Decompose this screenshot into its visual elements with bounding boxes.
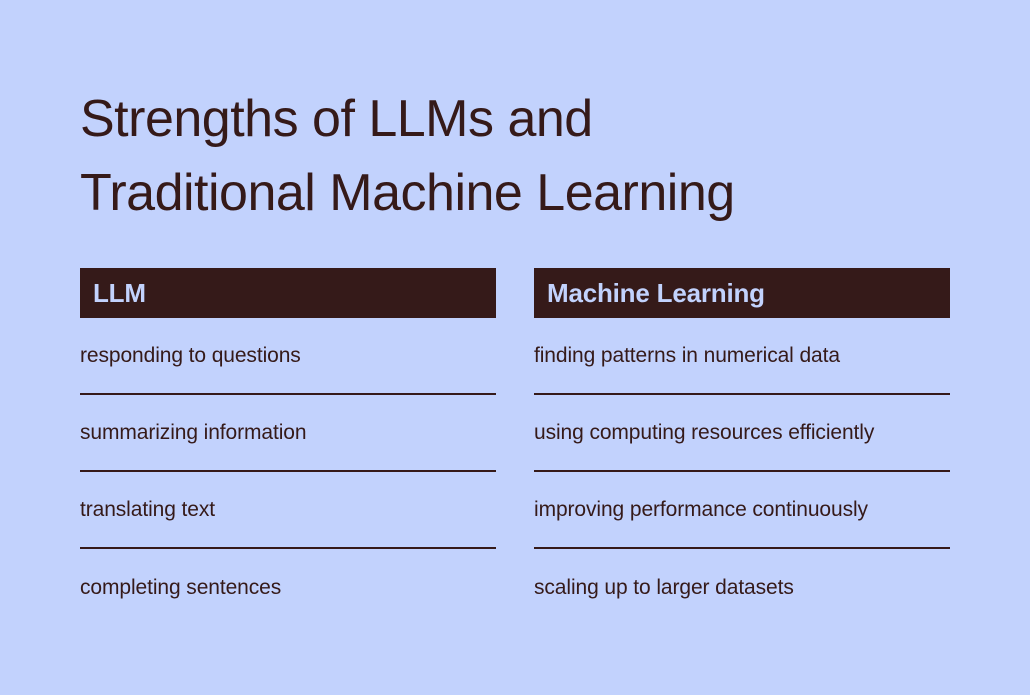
list-item: using computing resources efficiently	[534, 395, 950, 472]
list-item-label: completing sentences	[80, 575, 282, 599]
list-item-label: scaling up to larger datasets	[534, 575, 794, 599]
list-item: scaling up to larger datasets	[534, 549, 950, 626]
list-item-label: responding to questions	[80, 343, 301, 367]
list-item-label: summarizing information	[80, 420, 307, 444]
comparison-columns: LLM responding to questions summarizing …	[80, 268, 950, 626]
column-header-machine-learning: Machine Learning	[534, 268, 950, 318]
list-item-label: using computing resources efficiently	[534, 420, 875, 444]
list-item-label: improving performance continuously	[534, 497, 868, 521]
list-item: finding patterns in numerical data	[534, 318, 950, 395]
list-item: translating text	[80, 472, 496, 549]
column-llm: LLM responding to questions summarizing …	[80, 268, 496, 626]
column-header-llm: LLM	[80, 268, 496, 318]
item-list-machine-learning: finding patterns in numerical data using…	[534, 318, 950, 626]
column-machine-learning: Machine Learning finding patterns in num…	[534, 268, 950, 626]
list-item: summarizing information	[80, 395, 496, 472]
column-header-label: Machine Learning	[547, 278, 765, 308]
page-title: Strengths of LLMs and Traditional Machin…	[80, 90, 735, 222]
list-item: responding to questions	[80, 318, 496, 395]
list-item: completing sentences	[80, 549, 496, 626]
list-item-label: finding patterns in numerical data	[534, 343, 840, 367]
list-item-label: translating text	[80, 497, 215, 521]
column-header-label: LLM	[93, 278, 146, 308]
item-list-llm: responding to questions summarizing info…	[80, 318, 496, 626]
list-item: improving performance continuously	[534, 472, 950, 549]
